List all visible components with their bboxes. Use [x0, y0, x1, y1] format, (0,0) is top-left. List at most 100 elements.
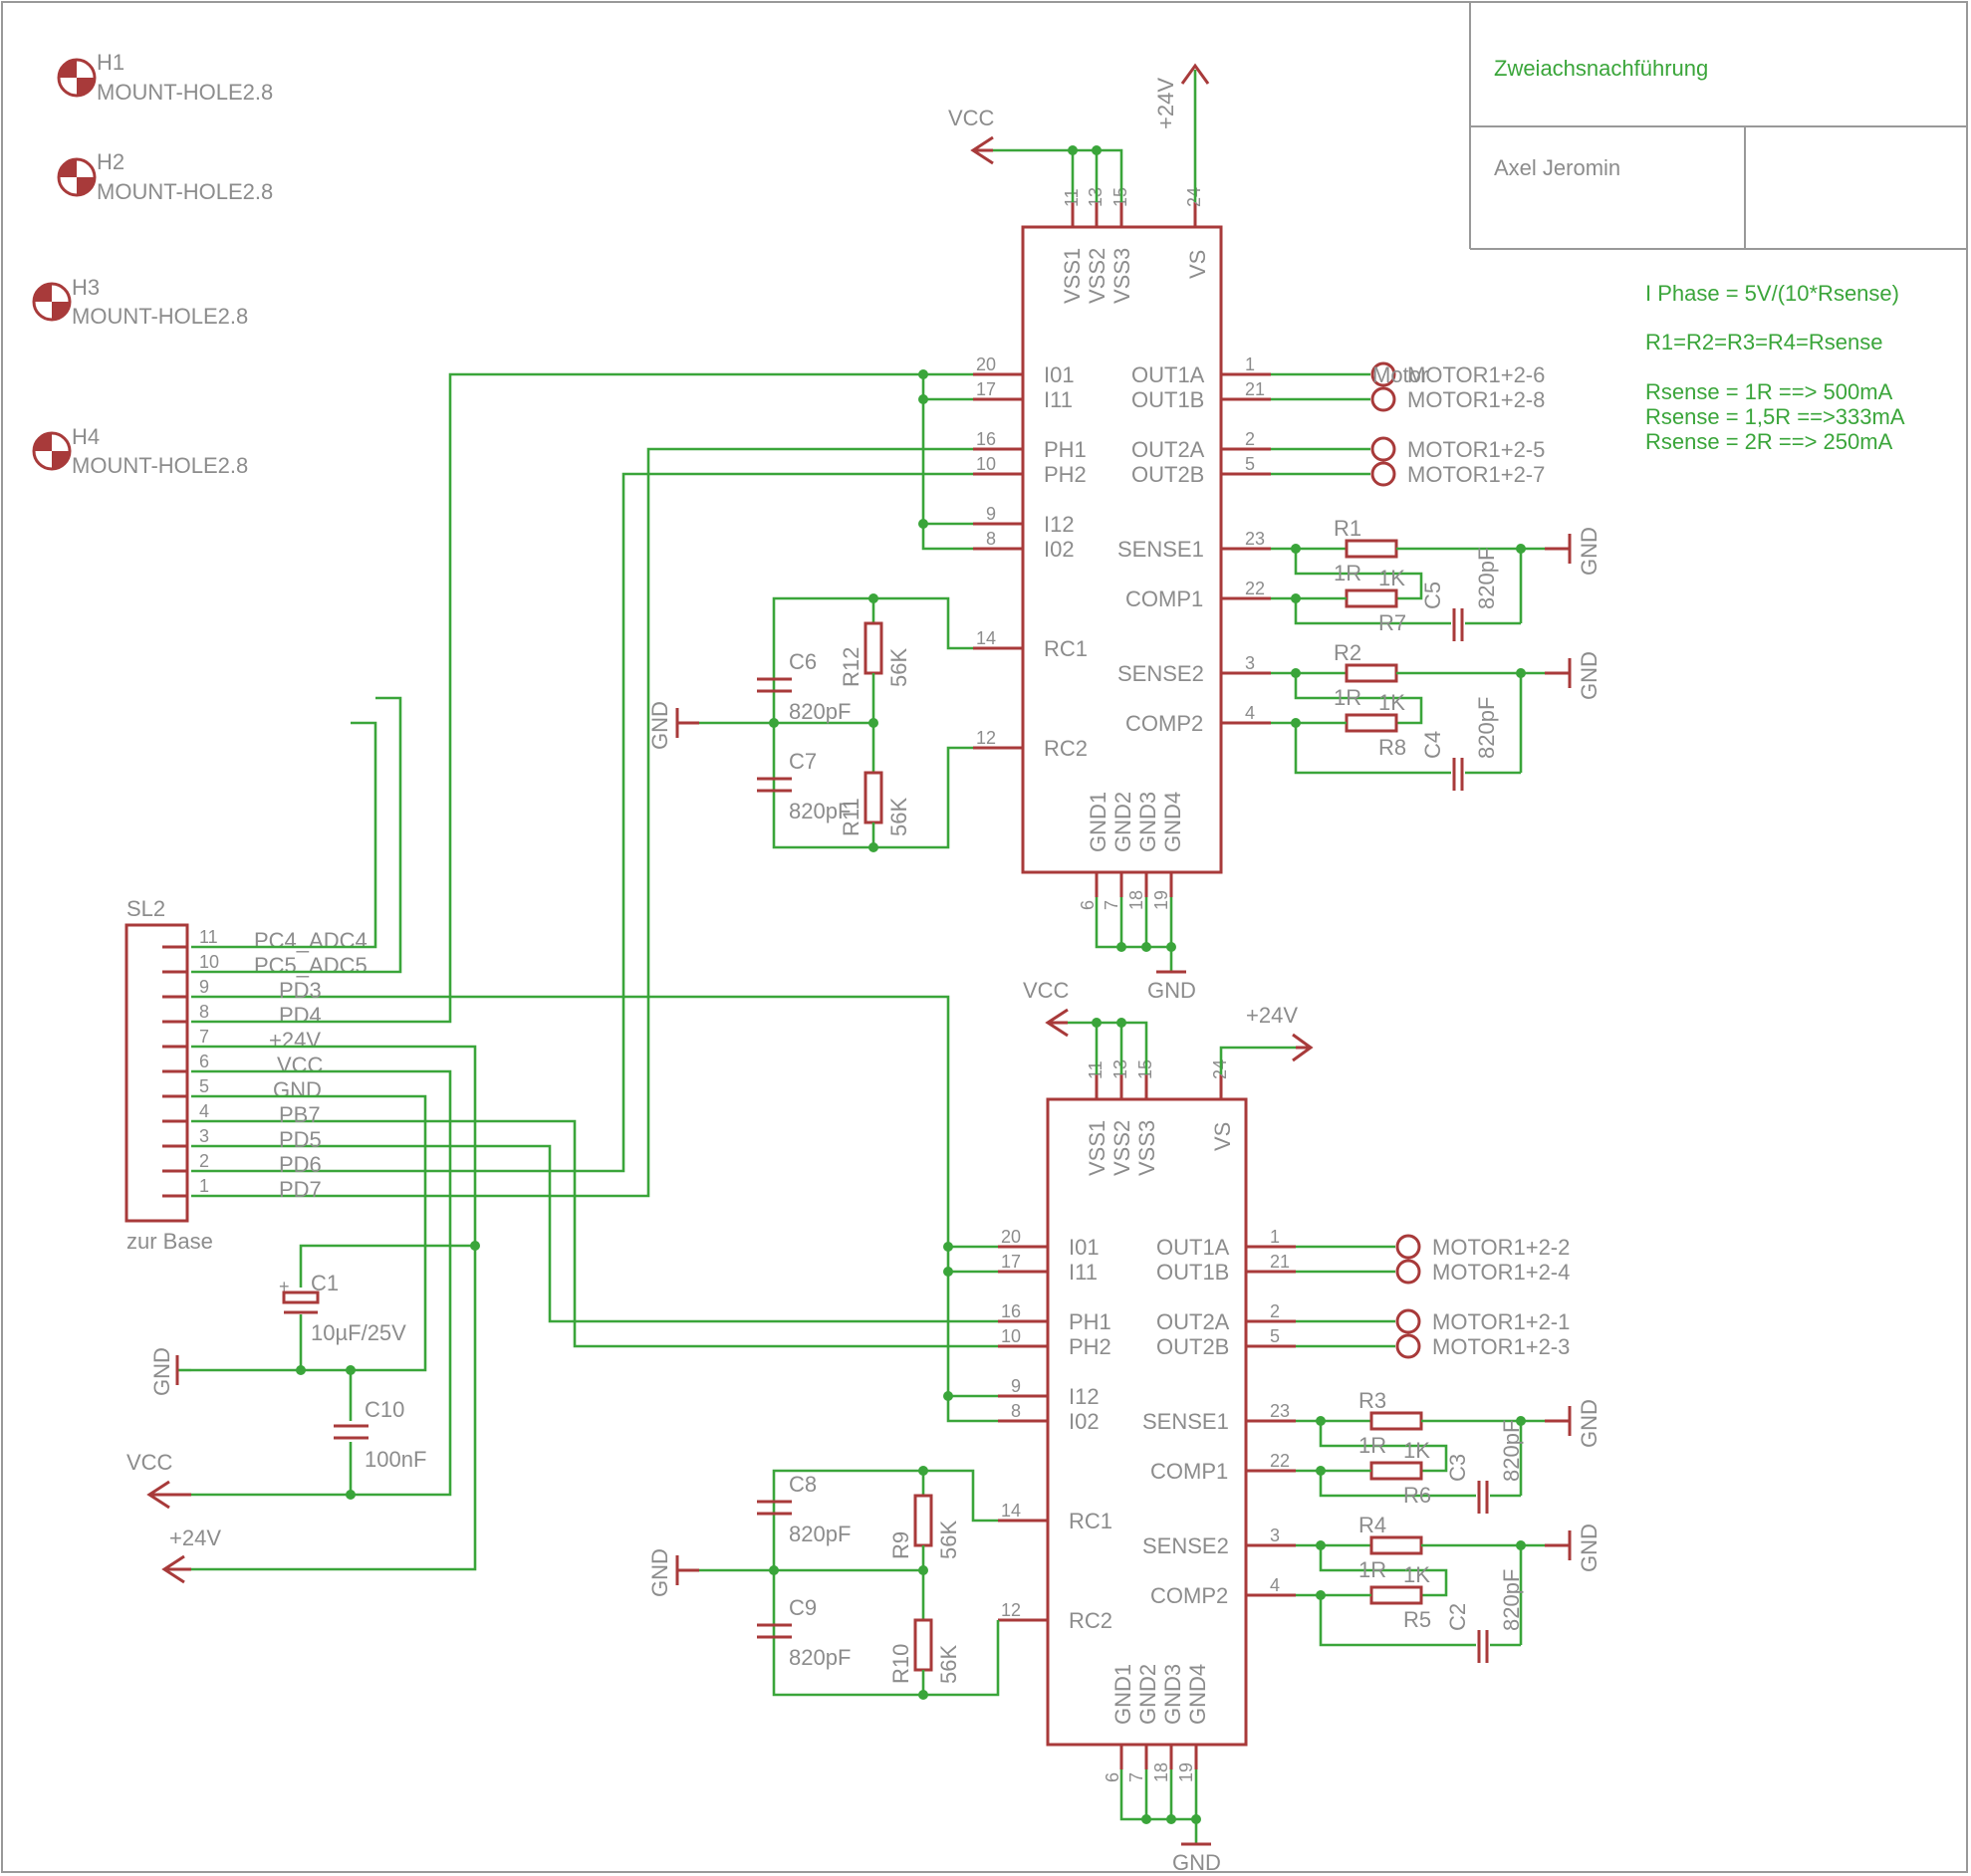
svg-text:RC2: RC2: [1044, 736, 1088, 761]
svg-text:C4: C4: [1420, 731, 1445, 759]
svg-text:PD3: PD3: [279, 978, 322, 1003]
capacitor-value: 10µF/25V: [311, 1320, 406, 1345]
svg-text:+24V: +24V: [1246, 1003, 1298, 1028]
svg-text:OUT1B: OUT1B: [1156, 1260, 1229, 1285]
motor-terminal-label: MOTOR1+2-6: [1407, 362, 1545, 387]
svg-text:GND3: GND3: [1160, 1664, 1185, 1725]
svg-text:R3: R3: [1358, 1388, 1386, 1413]
gnd-symbol: GND: [1172, 1842, 1221, 1875]
svg-text:R5: R5: [1403, 1607, 1431, 1632]
note-line: R1=R2=R3=R4=Rsense: [1645, 330, 1882, 354]
svg-text:C8: C8: [789, 1472, 817, 1497]
svg-text:PH1: PH1: [1044, 437, 1087, 462]
ic1-sense-network: GND R1 1R 1K R7 C5 820pF GND R2 1R 1K R8…: [1271, 516, 1601, 791]
vcc-symbol: VCC: [948, 106, 995, 165]
note-line: Rsense = 2R ==> 250mA: [1645, 429, 1893, 454]
svg-text:VCC: VCC: [948, 106, 995, 130]
svg-text:8: 8: [986, 529, 996, 549]
svg-text:COMP1: COMP1: [1125, 586, 1203, 611]
ic2-rc-network: GND C8 820pF C9 820pF R9 56K R10 56K: [647, 1466, 1000, 1700]
svg-text:1K: 1K: [1378, 690, 1405, 715]
svg-text:1R: 1R: [1358, 1557, 1386, 1582]
svg-text:820pF: 820pF: [1499, 1420, 1524, 1482]
svg-text:PH1: PH1: [1069, 1309, 1111, 1334]
svg-text:VSS3: VSS3: [1109, 248, 1134, 304]
mount-hole-value: MOUNT-HOLE2.8: [97, 179, 273, 204]
mount-hole-name: H3: [72, 275, 100, 300]
svg-text:6: 6: [1078, 900, 1098, 910]
svg-text:COMP1: COMP1: [1150, 1459, 1228, 1484]
svg-text:VSS1: VSS1: [1085, 1120, 1109, 1176]
svg-text:820pF: 820pF: [1474, 548, 1499, 609]
title-block-author: Axel Jeromin: [1494, 155, 1620, 180]
svg-text:C3: C3: [1445, 1454, 1470, 1482]
svg-text:1K: 1K: [1403, 1438, 1430, 1463]
ic1-motor-outputs: Motor MOTOR1+2-6 MOTOR1+2-8 MOTOR1+2-5 M…: [1271, 361, 1545, 487]
svg-text:820pF: 820pF: [789, 799, 851, 823]
svg-text:820pF: 820pF: [789, 1522, 851, 1546]
svg-text:R8: R8: [1378, 735, 1406, 760]
svg-text:I11: I11: [1044, 387, 1073, 412]
svg-text:I12: I12: [1069, 1384, 1100, 1409]
svg-text:Motor: Motor: [1372, 362, 1428, 387]
svg-text:PC5_ADC5: PC5_ADC5: [254, 953, 368, 978]
svg-text:VSS2: VSS2: [1085, 248, 1109, 304]
svg-text:PB7: PB7: [279, 1102, 321, 1127]
supply-decoupling: + GND C1 10µF/25V C10 100nF VCC +24V: [126, 1241, 480, 1584]
svg-text:6: 6: [1103, 1772, 1122, 1782]
svg-text:+24V: +24V: [1153, 78, 1178, 129]
svg-text:OUT2B: OUT2B: [1131, 462, 1204, 487]
svg-text:820pF: 820pF: [1474, 697, 1499, 759]
motor-terminal-label: MOTOR1+2-3: [1432, 1334, 1570, 1359]
svg-text:1: 1: [1245, 354, 1255, 374]
svg-text:1: 1: [199, 1176, 209, 1196]
connector-wiring: [191, 696, 477, 1571]
svg-text:8: 8: [199, 1002, 209, 1022]
svg-text:GND: GND: [1577, 651, 1601, 700]
svg-text:SENSE1: SENSE1: [1142, 1409, 1229, 1434]
svg-text:C7: C7: [789, 749, 817, 774]
svg-text:8: 8: [1011, 1401, 1021, 1421]
svg-text:GND1: GND1: [1110, 1664, 1135, 1725]
mount-hole-name: H4: [72, 424, 100, 449]
svg-text:21: 21: [1270, 1252, 1290, 1272]
svg-text:PD6: PD6: [279, 1152, 322, 1177]
svg-text:I02: I02: [1044, 537, 1075, 562]
v24-symbol: +24V: [1153, 63, 1210, 129]
ic1-power-wiring: [973, 70, 1197, 971]
note-line: I Phase = 5V/(10*Rsense): [1645, 281, 1899, 306]
svg-text:I01: I01: [1044, 362, 1075, 387]
mount-hole-value: MOUNT-HOLE2.8: [72, 453, 248, 478]
svg-text:COMP2: COMP2: [1150, 1583, 1228, 1608]
ic2-input-wiring: [191, 995, 998, 1423]
ic1-rc-network: GND C6 820pF C7 820pF R12 56K R11 56K: [647, 593, 973, 852]
svg-text:3: 3: [199, 1126, 209, 1146]
svg-text:I02: I02: [1069, 1409, 1100, 1434]
svg-text:OUT1A: OUT1A: [1156, 1235, 1230, 1260]
svg-text:1K: 1K: [1403, 1562, 1430, 1587]
svg-text:5: 5: [1270, 1326, 1280, 1346]
svg-text:GND: GND: [1577, 1524, 1601, 1572]
svg-text:I11: I11: [1069, 1260, 1098, 1285]
svg-text:+: +: [279, 1277, 290, 1296]
svg-text:GND3: GND3: [1135, 792, 1160, 852]
svg-text:GND2: GND2: [1110, 792, 1135, 852]
svg-text:56K: 56K: [936, 1645, 961, 1684]
v24-symbol: +24V: [1246, 1003, 1314, 1062]
svg-text:R4: R4: [1358, 1513, 1386, 1537]
svg-text:23: 23: [1245, 529, 1265, 549]
connector-label: zur Base: [126, 1229, 213, 1254]
gnd-symbol: GND: [1147, 970, 1196, 1003]
svg-text:VCC: VCC: [1023, 978, 1070, 1003]
svg-text:GND: GND: [273, 1077, 322, 1102]
svg-text:R2: R2: [1334, 640, 1361, 665]
svg-text:R11: R11: [839, 798, 863, 836]
svg-text:2: 2: [199, 1151, 209, 1171]
svg-text:2: 2: [1245, 429, 1255, 449]
svg-text:56K: 56K: [886, 648, 911, 687]
design-notes: I Phase = 5V/(10*Rsense) R1=R2=R3=R4=Rse…: [1645, 281, 1905, 454]
svg-text:820pF: 820pF: [789, 699, 851, 724]
capacitor-name: C10: [365, 1397, 404, 1422]
svg-text:22: 22: [1270, 1451, 1290, 1471]
